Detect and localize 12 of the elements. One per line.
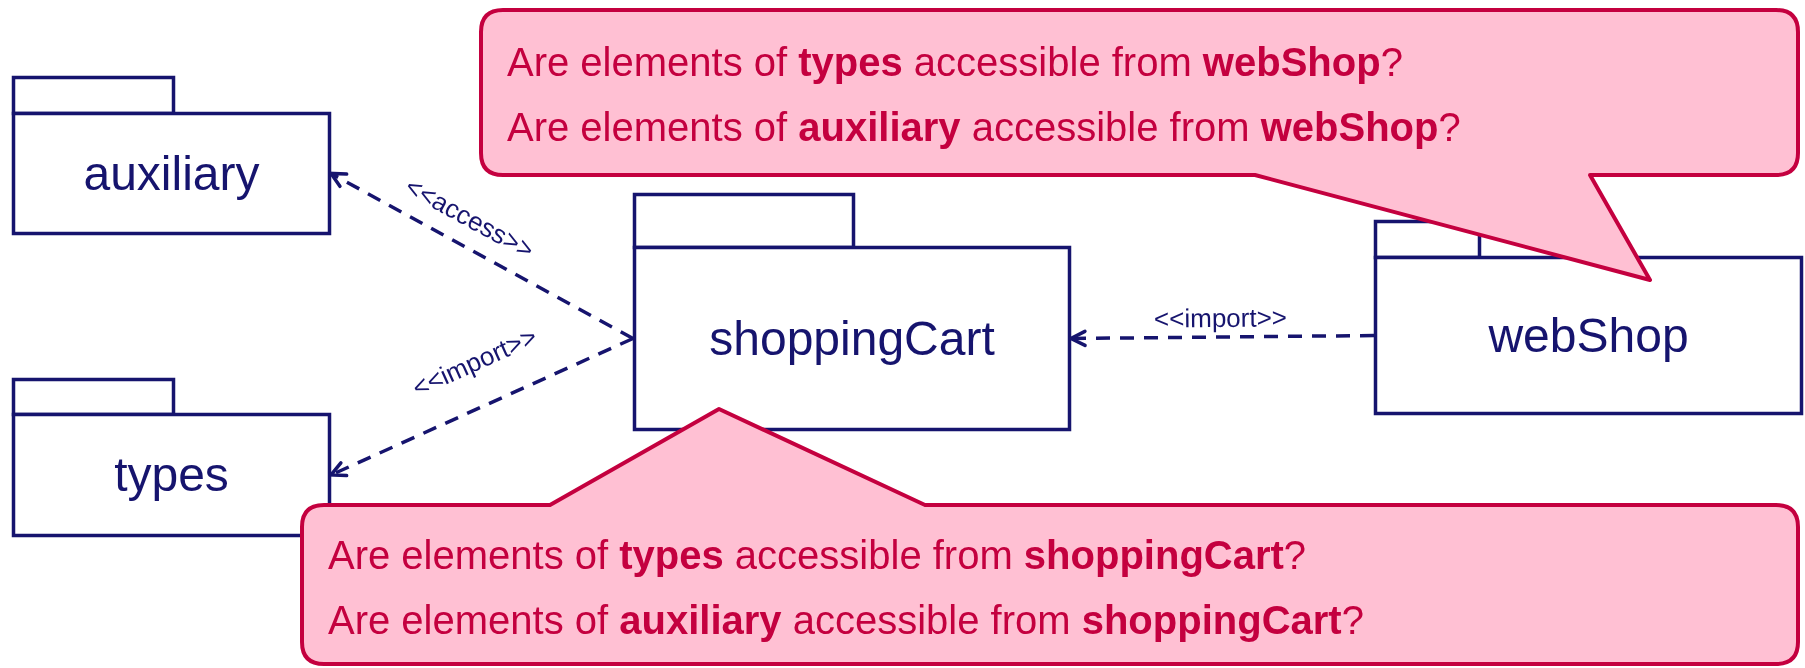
question-text: Are elements of types accessible from shoppingCart? bbox=[328, 532, 1307, 579]
callout-bubble bbox=[300, 409, 1800, 666]
dependency-arrow bbox=[329, 171, 634, 341]
dependency-arrow bbox=[329, 336, 634, 478]
question-text: Are elements of auxiliary accessible from shoppingCart? bbox=[328, 597, 1364, 644]
package-name: shoppingCart bbox=[709, 314, 995, 363]
question-text: Are elements of types accessible from webShop? bbox=[507, 39, 1403, 86]
package-name: webShop bbox=[1488, 311, 1689, 360]
question-text: Are elements of auxiliary accessible from webShop? bbox=[507, 104, 1461, 151]
package-name: types bbox=[114, 451, 229, 499]
package-name: auxiliary bbox=[83, 149, 260, 198]
dependency-arrow bbox=[1069, 329, 1374, 348]
